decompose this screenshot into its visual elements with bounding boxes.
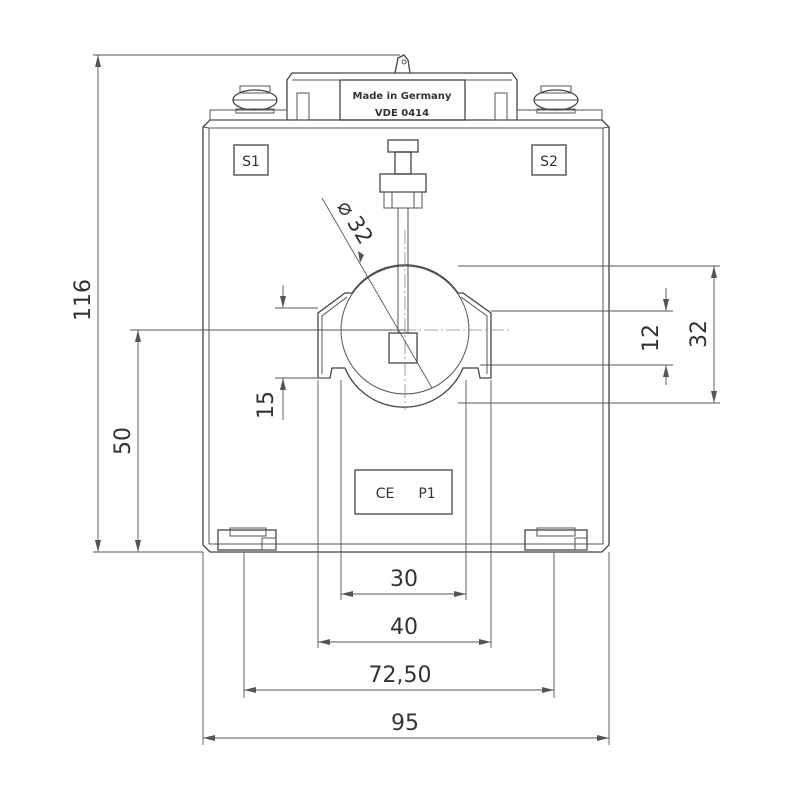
foot-left bbox=[217, 527, 277, 551]
dim-32-right-label: 32 bbox=[687, 320, 712, 348]
dim-50-label: 50 bbox=[111, 427, 136, 455]
terminal-s1-label: S1 bbox=[242, 154, 260, 170]
dim-base-center: 50 bbox=[111, 329, 405, 552]
dim-window-right-outer: 32 bbox=[458, 265, 720, 404]
dim-width-95: 95 bbox=[202, 552, 610, 745]
dim-40-label: 40 bbox=[390, 615, 418, 640]
dim-72-50-label: 72,50 bbox=[369, 663, 432, 688]
marking-plate: CE P1 bbox=[354, 469, 453, 515]
screw-left bbox=[209, 85, 288, 121]
primary-opening bbox=[270, 230, 510, 410]
dim-116-label: 116 bbox=[71, 279, 96, 321]
foot-right bbox=[524, 527, 588, 551]
terminal-s2-label: S2 bbox=[540, 154, 558, 170]
terminal-s1: S1 bbox=[233, 144, 269, 176]
dim-window-right-inner: 12 bbox=[480, 288, 673, 385]
screw-right bbox=[516, 85, 603, 121]
terminal-s2: S2 bbox=[531, 144, 567, 176]
p1-mark: P1 bbox=[418, 486, 435, 502]
label-made-in: Made in Germany bbox=[353, 91, 452, 102]
dim-total-height: 116 bbox=[71, 54, 400, 553]
dim-15-label: 15 bbox=[254, 391, 279, 419]
housing bbox=[202, 119, 610, 553]
dim-width-30: 30 bbox=[340, 380, 467, 600]
dim-12-label: 12 bbox=[639, 324, 664, 352]
ce-mark: CE bbox=[376, 486, 395, 502]
dim-95-label: 95 bbox=[391, 711, 419, 736]
dim-width-72-50: 72,50 bbox=[243, 552, 555, 698]
top-plate: Made in Germany VDE 0414 bbox=[286, 54, 518, 121]
label-vde: VDE 0414 bbox=[375, 108, 429, 119]
label-plate bbox=[339, 79, 466, 121]
dim-30-label: 30 bbox=[390, 567, 418, 592]
dim-diameter: ⌀ 32 bbox=[321, 196, 433, 389]
dim-window-left: 15 bbox=[254, 285, 330, 420]
dim-32-diameter-label: 32 bbox=[341, 212, 377, 249]
dim-width-40: 40 bbox=[317, 380, 492, 648]
clamp-assembly bbox=[379, 139, 427, 364]
